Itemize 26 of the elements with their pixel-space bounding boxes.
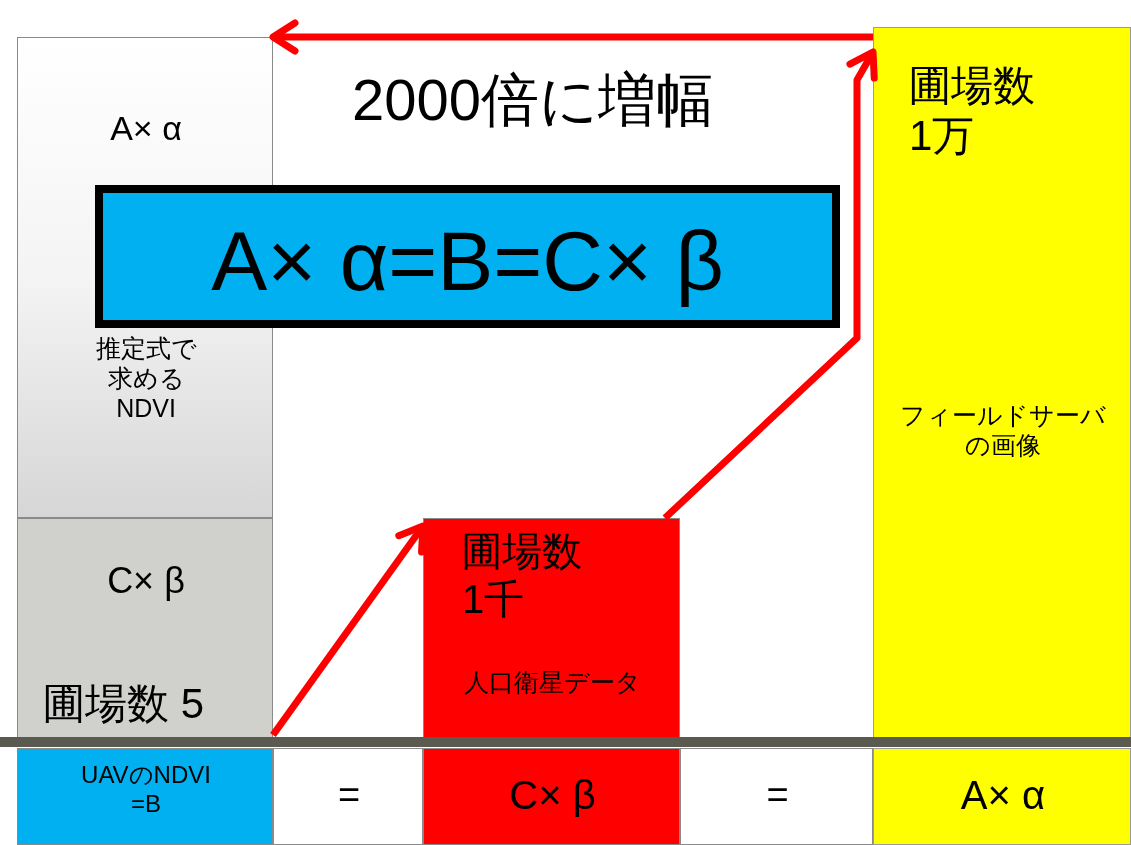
box-heading: A× α=B=C× β bbox=[210, 213, 725, 310]
box-heading: 圃場数1万 bbox=[909, 61, 1036, 162]
column-box bbox=[17, 518, 273, 740]
box-heading: = bbox=[765, 773, 790, 818]
box-heading: UAVのNDVI =B bbox=[80, 761, 212, 819]
column-box bbox=[873, 27, 1131, 740]
table-cell bbox=[873, 748, 1131, 845]
arrow bbox=[270, 522, 427, 738]
box-text: 人口衛星データ bbox=[463, 667, 642, 697]
arrow bbox=[269, 19, 873, 55]
table-cell bbox=[17, 748, 273, 845]
box-heading: A× α bbox=[959, 772, 1047, 819]
box-text: 推定式で求めるNDVI bbox=[94, 333, 198, 423]
box-text: 圃場数 5 bbox=[43, 679, 206, 729]
box-heading: A× α bbox=[109, 108, 183, 149]
box-heading: 圃場数1千 bbox=[462, 528, 583, 623]
table-cell bbox=[423, 748, 680, 845]
table-cell bbox=[680, 748, 873, 845]
box-heading: = bbox=[336, 773, 362, 818]
formula-box bbox=[95, 185, 840, 328]
box-text: フィールドサーバの画像 bbox=[899, 400, 1107, 460]
arrow bbox=[662, 48, 878, 521]
table-cell bbox=[273, 748, 423, 845]
box-heading: C× β bbox=[106, 559, 186, 603]
box-heading: C× β bbox=[508, 772, 597, 819]
column-box bbox=[423, 518, 680, 740]
